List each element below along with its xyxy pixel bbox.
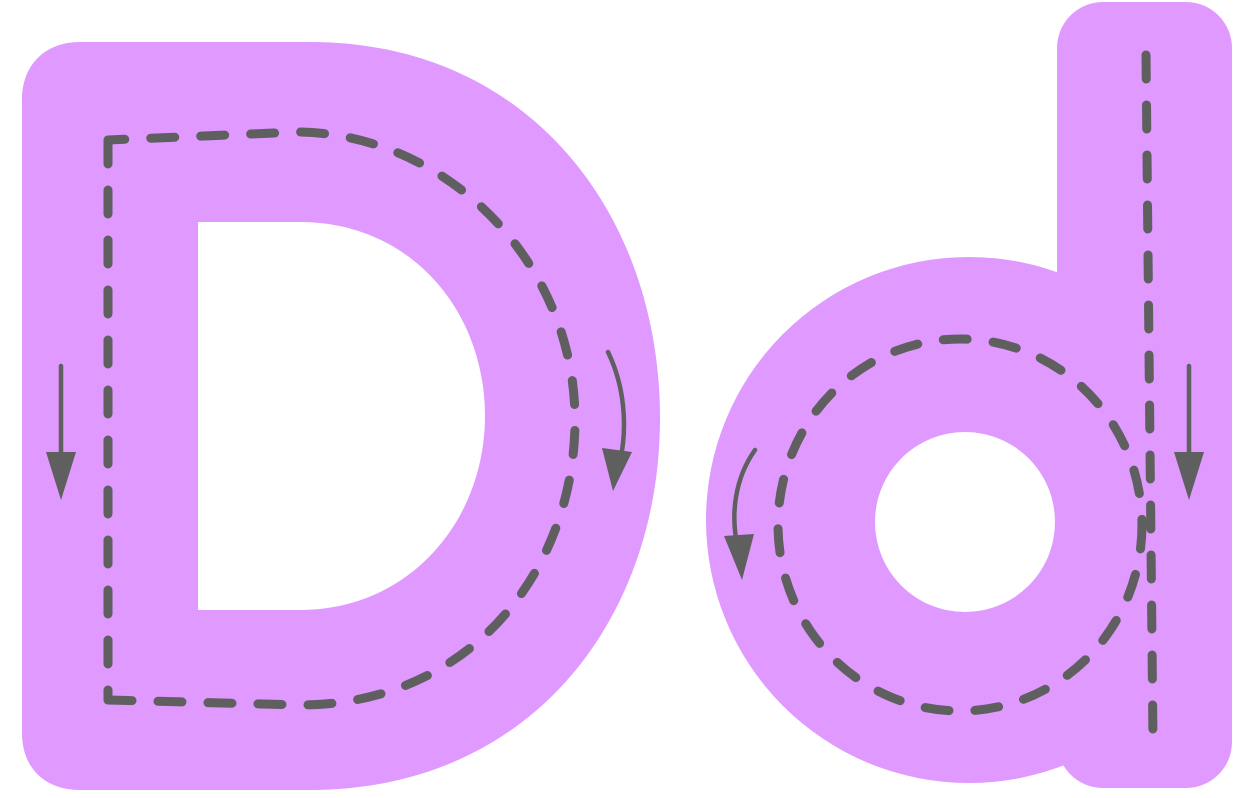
uppercase-d [22,42,660,790]
lowercase-d-stem-shape [1057,2,1232,788]
lowercase-d [706,2,1232,788]
lowercase-d-bowl-guide [773,334,1147,716]
curved-arrow-counterclockwise-icon [724,447,758,580]
down-arrow-icon [46,363,76,500]
down-arrow-icon [1174,363,1204,500]
lowercase-d-stem-guide [1141,50,1158,747]
curved-arrow-clockwise-icon [602,349,632,491]
uppercase-d-bowl-guide [103,127,580,710]
direction-arrows [46,349,1204,580]
uppercase-d-shape [22,42,660,790]
